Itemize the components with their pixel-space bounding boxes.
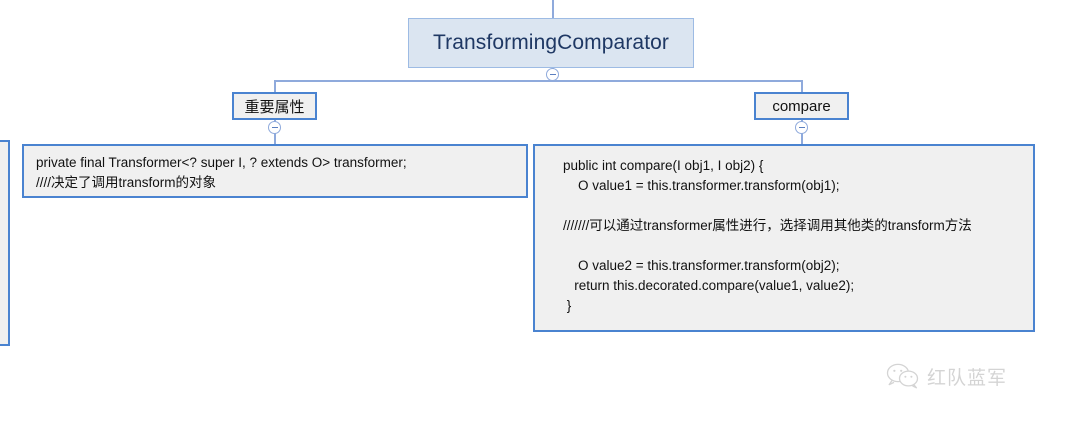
node-root-label: TransformingComparator xyxy=(433,31,669,54)
connector-branch-attrs xyxy=(274,80,276,92)
collapse-toggle-attrs[interactable] xyxy=(268,121,281,134)
node-compare-label: compare xyxy=(772,97,831,115)
connector-branch-compare xyxy=(801,80,803,92)
node-root[interactable]: TransformingComparator xyxy=(408,18,694,68)
wechat-icon xyxy=(886,362,920,390)
collapse-toggle-root[interactable] xyxy=(546,68,559,81)
node-important-attributes-label: 重要属性 xyxy=(244,98,305,116)
leaf-box-compare-code[interactable]: public int compare(I obj1, I obj2) { O v… xyxy=(533,144,1035,332)
leaf-box-attributes-code[interactable]: private final Transformer<? super I, ? e… xyxy=(22,144,528,198)
connector-parent-incoming xyxy=(552,0,554,18)
watermark-text: 红队蓝军 xyxy=(927,367,1008,389)
node-important-attributes[interactable]: 重要属性 xyxy=(232,92,317,120)
node-compare[interactable]: compare xyxy=(754,92,849,120)
connector-root-bus xyxy=(275,80,802,82)
collapse-toggle-compare[interactable] xyxy=(795,121,808,134)
compare-code-text: public int compare(I obj1, I obj2) { O v… xyxy=(563,158,972,313)
leaf-box-offscreen[interactable] xyxy=(0,140,10,346)
attributes-code-text: private final Transformer<? super I, ? e… xyxy=(36,155,407,190)
watermark: 红队蓝军 xyxy=(886,362,1007,390)
